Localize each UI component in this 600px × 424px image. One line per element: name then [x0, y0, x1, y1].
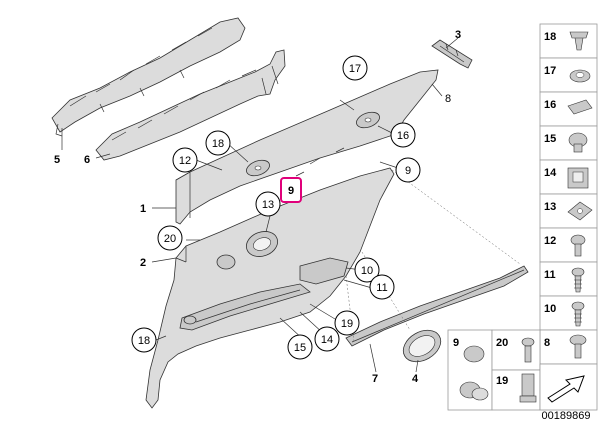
callout-19: 19 [334, 310, 360, 336]
fastener-legend: 18 17 16 15 14 13 12 11 10 8 9 [447, 23, 598, 411]
legend-14-label: 14 [544, 167, 557, 179]
clip-19-icon [519, 373, 537, 403]
label-5: 5 [54, 154, 60, 166]
part-2-lower-trim [145, 167, 395, 409]
callout-15-text: 15 [294, 342, 306, 354]
callout-10-text: 10 [361, 265, 373, 277]
callout-9-highlighted[interactable]: 9 [280, 177, 302, 203]
screw-11-icon [571, 267, 585, 293]
part-4-round-cover [402, 329, 442, 363]
clip-17-icon [569, 69, 591, 83]
bolt-8-icon [569, 334, 587, 359]
callout-18-top-text: 18 [212, 138, 224, 150]
legend-8-label: 8 [544, 337, 550, 349]
callout-9-text: 9 [405, 165, 411, 177]
legend-11-label: 11 [544, 269, 556, 281]
legend-18-label: 18 [544, 31, 556, 43]
callout-11: 11 [369, 274, 395, 300]
callout-16-text: 16 [397, 130, 409, 142]
callout-14-text: 14 [321, 334, 333, 346]
callout-18-bottom: 18 [131, 327, 157, 353]
callout-18-bottom-text: 18 [138, 335, 150, 347]
clip-16-icon [567, 99, 593, 115]
arrow-icon [547, 375, 585, 403]
label-7: 7 [372, 373, 378, 385]
callout-17-text: 17 [349, 63, 361, 75]
legend-cell-8[interactable] [539, 329, 598, 365]
callout-14: 14 [314, 326, 340, 352]
clip-15-icon [568, 132, 588, 153]
pin-20-icon [521, 337, 535, 363]
legend-10-label: 10 [544, 303, 556, 315]
clip-18-icon [569, 31, 589, 51]
legend-17-label: 17 [544, 65, 556, 77]
part-6-bracket [95, 49, 286, 161]
legend-16-label: 16 [544, 99, 556, 111]
legend-19-label: 19 [496, 375, 508, 387]
clip-14-icon [567, 167, 589, 189]
callout-18-top: 18 [205, 130, 231, 156]
legend-20-label: 20 [496, 337, 508, 349]
legend-15-label: 15 [544, 133, 556, 145]
diagram-number: 00189869 [542, 410, 591, 422]
callout-12: 12 [172, 147, 198, 173]
label-1: 1 [140, 203, 146, 215]
legend-cell-15[interactable] [539, 125, 598, 161]
label-2: 2 [140, 257, 146, 269]
legend-cell-11[interactable] [539, 261, 598, 297]
legend-13-label: 13 [544, 201, 556, 213]
callout-12-text: 12 [179, 155, 191, 167]
callout-10: 10 [354, 257, 380, 283]
cap-9-icon [459, 345, 489, 401]
label-8: 8 [445, 93, 451, 105]
part-1-upper-trim [175, 69, 439, 225]
nut-13-icon [567, 201, 593, 221]
callout-11-text: 11 [376, 282, 387, 294]
part-3-clip-plate [431, 39, 473, 69]
callout-13: 13 [255, 191, 281, 217]
legend-cell-20[interactable] [491, 329, 541, 371]
part-7-strip [345, 265, 529, 347]
label-4: 4 [412, 373, 419, 385]
callout-19-text: 19 [341, 318, 353, 330]
legend-cell-18[interactable] [539, 23, 598, 59]
callout-13-text: 13 [262, 199, 274, 211]
callout-20-text: 20 [164, 233, 176, 245]
screw-10-icon [571, 301, 585, 327]
legend-cell-10[interactable] [539, 295, 598, 331]
legend-12-label: 12 [544, 235, 556, 247]
label-6: 6 [84, 154, 90, 166]
legend-9-label: 9 [453, 337, 459, 349]
callout-9-highlighted-text: 9 [288, 185, 294, 197]
callout-16: 16 [390, 122, 416, 148]
callout-17: 17 [342, 55, 368, 81]
callout-9: 9 [395, 157, 421, 183]
label-3: 3 [455, 29, 461, 41]
callout-15: 15 [287, 334, 313, 360]
part-5-bracket [51, 17, 246, 137]
callout-20: 20 [157, 225, 183, 251]
screw-12-icon [570, 234, 586, 257]
